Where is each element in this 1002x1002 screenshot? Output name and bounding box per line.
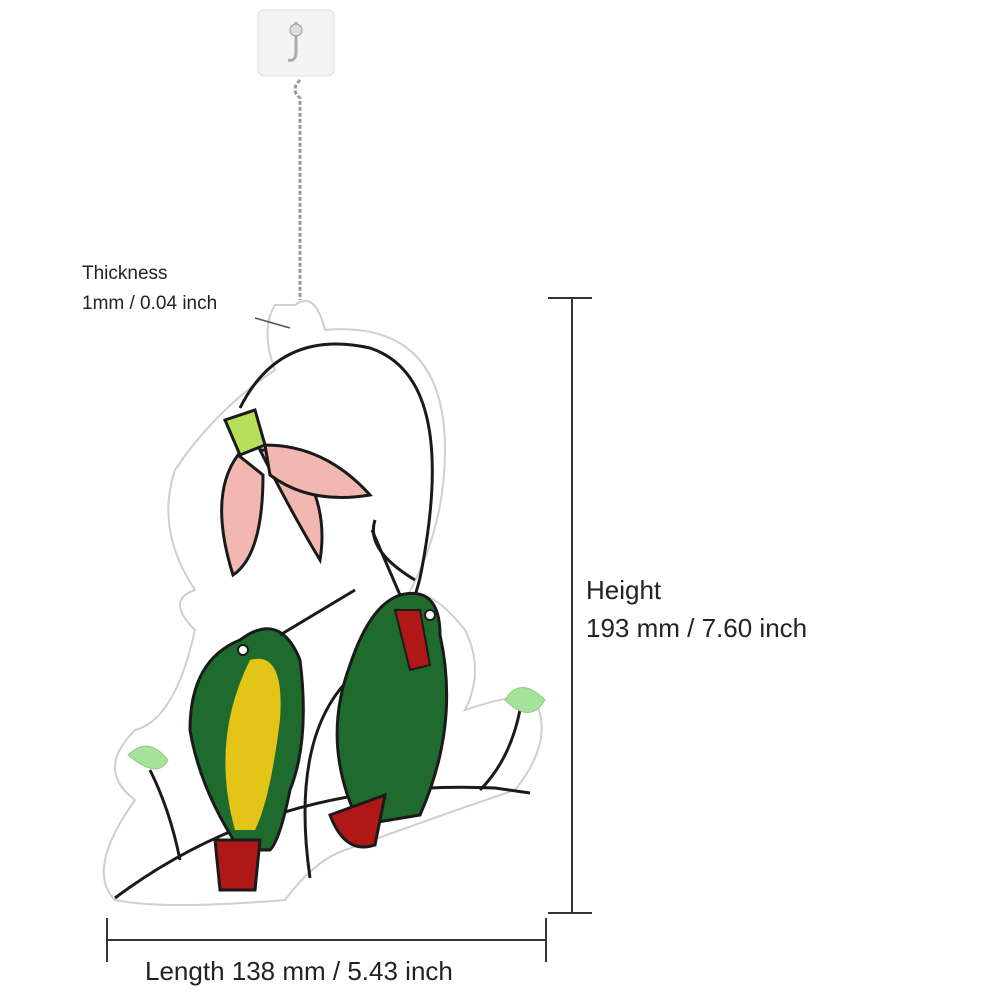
length-label: Length 138 mm / 5.43 inch bbox=[145, 956, 453, 986]
height-dimension-line bbox=[548, 297, 592, 914]
leaf-left bbox=[127, 745, 169, 770]
height-value: 193 mm / 7.60 inch bbox=[586, 613, 808, 643]
height-title: Height bbox=[586, 575, 662, 605]
right-hummingbird bbox=[328, 529, 449, 849]
wire-stems bbox=[114, 342, 531, 900]
leaf-right bbox=[504, 687, 546, 713]
left-hummingbird bbox=[188, 588, 356, 892]
chain bbox=[293, 78, 302, 300]
adhesive-hook bbox=[257, 9, 335, 77]
thickness-title: Thickness bbox=[82, 263, 168, 284]
thickness-value: 1mm / 0.04 inch bbox=[82, 293, 218, 314]
length-dimension-line bbox=[106, 918, 547, 962]
flower bbox=[220, 408, 373, 578]
thickness-pointer bbox=[254, 317, 291, 329]
